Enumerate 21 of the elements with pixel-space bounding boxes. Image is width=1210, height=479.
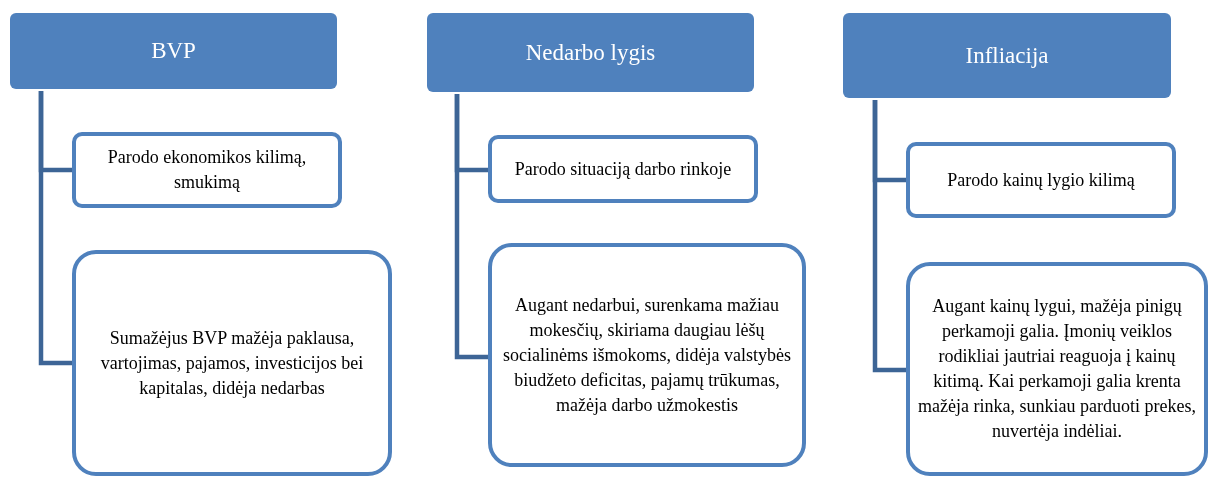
- description-text: Augant kainų lygui, mažėja pinigų perkamoji galia. Įmonių veiklos rodikliai jautriai reaguoja į kainų kitimą. Kai perkamoji galia krenta mažėja rinka, sunkiau parduoti prekes, nuvertėja indėliai.: [917, 295, 1197, 443]
- text-box: [488, 243, 806, 467]
- text-box: [488, 135, 758, 203]
- header-box: [10, 13, 337, 89]
- header-box: [427, 13, 754, 92]
- description-text: Sumažėjus BVP mažėja paklausa, vartojimas, pajamos, investicijos bei kapitalas, didėja nedarbas: [99, 326, 365, 400]
- connector-line: [38, 91, 72, 366]
- header-text: BVP: [151, 37, 196, 65]
- text-box: [72, 132, 342, 208]
- connector-line: [872, 100, 906, 373]
- text-box: [906, 262, 1208, 476]
- description-text: Augant nedarbui, surenkama mažiau mokesčių, skiriama daugiau lėšų socialinėms išmokoms, didėja valstybės biudžeto deficitas, pajamų trūkumas, mažėja darbo užmokestis: [502, 293, 792, 417]
- connector-line: [454, 94, 488, 360]
- header-text: Nedarbo lygis: [525, 38, 656, 67]
- header-text: Infliacija: [965, 41, 1049, 70]
- description-text: Parodo situaciją darbo rinkoje: [514, 157, 732, 181]
- text-box: [72, 250, 392, 476]
- description-text: Parodo ekonomikos kilimą, smukimą: [106, 146, 308, 194]
- text-box: [906, 142, 1176, 218]
- description-text: Parodo kainų lygio kilimą: [947, 168, 1135, 192]
- header-box: [843, 13, 1171, 98]
